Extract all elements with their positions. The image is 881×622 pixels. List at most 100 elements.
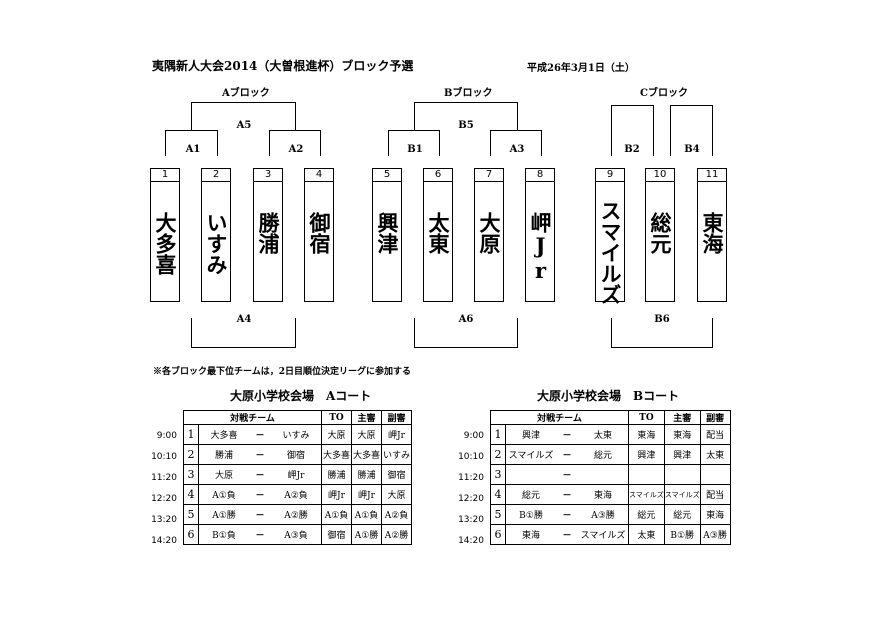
to-team: 御宿 (321, 524, 352, 545)
match-time: 11:20 (458, 473, 484, 483)
team-number: 3 (254, 169, 282, 182)
bracket-line (388, 130, 440, 131)
bracket-line (490, 130, 491, 156)
table-row: 4 総元 － 東海 スマイルズ スマイルズ 配当 (490, 484, 731, 505)
team-number: 8 (526, 169, 554, 182)
team-number: 2 (202, 169, 230, 182)
league-note: ※各ブロック最下位チームは，2日目順位決定リーグに参加する (153, 367, 411, 377)
vs-mark: － (556, 504, 578, 525)
vs-mark: － (249, 484, 271, 505)
match-time: 14:20 (151, 536, 177, 546)
chief-team: 大多喜 (351, 444, 382, 465)
team-box: 2 いすみ (201, 168, 231, 302)
match-time: 12:20 (458, 494, 484, 504)
team-2: 御宿 (271, 444, 322, 465)
bracket-line (414, 347, 518, 348)
team-name: 東海 (700, 212, 725, 254)
match-label-a3: A3 (509, 144, 525, 155)
match-no: 5 (490, 504, 506, 525)
team-1: 総元 (505, 484, 556, 505)
team-number: 11 (698, 169, 726, 182)
vs-mark: － (556, 464, 578, 485)
team-1: 勝浦 (198, 444, 249, 465)
match-time: 10:10 (151, 452, 177, 462)
team-2: A②負 (271, 484, 322, 505)
team-box: 11 東海 (697, 168, 727, 302)
block-a-label: Aブロック (222, 88, 270, 99)
match-label-a2: A2 (288, 144, 304, 155)
team-number: 4 (305, 169, 333, 182)
bracket-line (611, 347, 713, 348)
team-number: 1 (151, 169, 179, 182)
bracket-line (653, 105, 654, 156)
team-number: 9 (596, 169, 624, 182)
court-a-title: 大原小学校会場 Aコート (230, 389, 372, 403)
bracket-line (414, 102, 415, 130)
vs-mark: － (249, 424, 271, 445)
team-2: A③負 (271, 524, 322, 545)
vs-mark: － (249, 504, 271, 525)
to-team: 総元 (628, 504, 665, 525)
header-match: 対戦チーム (183, 410, 322, 425)
team-number: 7 (475, 169, 503, 182)
bracket-line (611, 105, 654, 106)
bracket-line (414, 102, 518, 103)
vs-mark: － (249, 524, 271, 545)
event-date: 平成26年3月1日（土） (527, 63, 635, 74)
team-box: 8 岬Jr (525, 168, 555, 302)
match-no: 6 (490, 524, 506, 545)
team-name: 興津 (375, 212, 400, 254)
table-row: 3 大原 － 岬Jr 勝浦 勝浦 御宿 (183, 464, 412, 485)
chief-team: 勝浦 (351, 464, 382, 485)
to-team: 興津 (628, 444, 665, 465)
vs-mark: － (249, 464, 271, 485)
team-1: スマイルズ (505, 444, 556, 465)
bracket-line (490, 130, 542, 131)
team-2: A③勝 (578, 504, 629, 525)
chief-team (663, 464, 701, 485)
vs-mark: － (556, 424, 578, 445)
match-label-b2: B2 (624, 144, 640, 155)
bracket-line (165, 130, 217, 131)
match-time: 13:20 (151, 515, 177, 525)
match-label-a5: A5 (236, 120, 252, 131)
team-1 (505, 464, 556, 485)
deputy-team (699, 464, 731, 485)
team-box: 5 興津 (372, 168, 402, 302)
team-2: いすみ (271, 424, 322, 445)
match-time: 12:20 (151, 494, 177, 504)
bracket-line (217, 130, 218, 156)
match-time: 11:20 (151, 473, 177, 483)
bracket-line (191, 347, 296, 348)
team-2 (578, 464, 629, 485)
team-box: 9 スマイルズ (595, 168, 625, 305)
table-row: 3 － (490, 464, 731, 485)
schedule-table-b: 対戦チーム TO 主審 副審 1 興津 － 太東 東海 東海 配当 2 スマイル… (490, 410, 731, 545)
header-chief: 主審 (663, 410, 701, 425)
team-box: 10 総元 (645, 168, 675, 302)
match-no: 6 (183, 524, 199, 545)
chief-team: 大原 (351, 424, 382, 445)
team-box: 3 勝浦 (253, 168, 283, 302)
bracket-line (191, 318, 192, 348)
match-no: 3 (490, 464, 506, 485)
chief-team: 東海 (663, 424, 701, 445)
deputy-team: 岬Jr (381, 424, 412, 445)
table-row: 5 A①勝 － A②勝 A①負 A①負 A②負 (183, 504, 412, 525)
match-no: 1 (490, 424, 506, 445)
bracket-line (320, 130, 321, 156)
match-no: 5 (183, 504, 199, 525)
header-match: 対戦チーム (490, 410, 629, 425)
bracket-line (670, 105, 713, 106)
team-number: 6 (424, 169, 452, 182)
team-number: 10 (646, 169, 674, 182)
team-name: 大原 (477, 212, 502, 254)
match-time: 10:10 (458, 452, 484, 462)
bracket-line (191, 102, 296, 103)
team-1: B①負 (198, 524, 249, 545)
team-2: 太東 (578, 424, 629, 445)
match-no: 4 (490, 484, 506, 505)
bracket-line (439, 130, 440, 156)
team-name: いすみ (204, 212, 229, 275)
bracket-line (414, 318, 415, 348)
